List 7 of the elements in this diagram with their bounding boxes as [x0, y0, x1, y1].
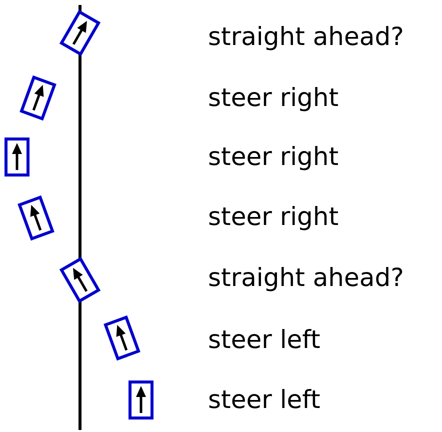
direction-label: steer right [208, 202, 339, 232]
direction-label: steer left [208, 385, 320, 415]
direction-label: steer right [208, 83, 339, 113]
direction-label: steer right [208, 142, 339, 172]
direction-label: straight ahead? [208, 22, 404, 52]
direction-label: steer left [208, 325, 320, 355]
direction-label: straight ahead? [208, 263, 404, 293]
